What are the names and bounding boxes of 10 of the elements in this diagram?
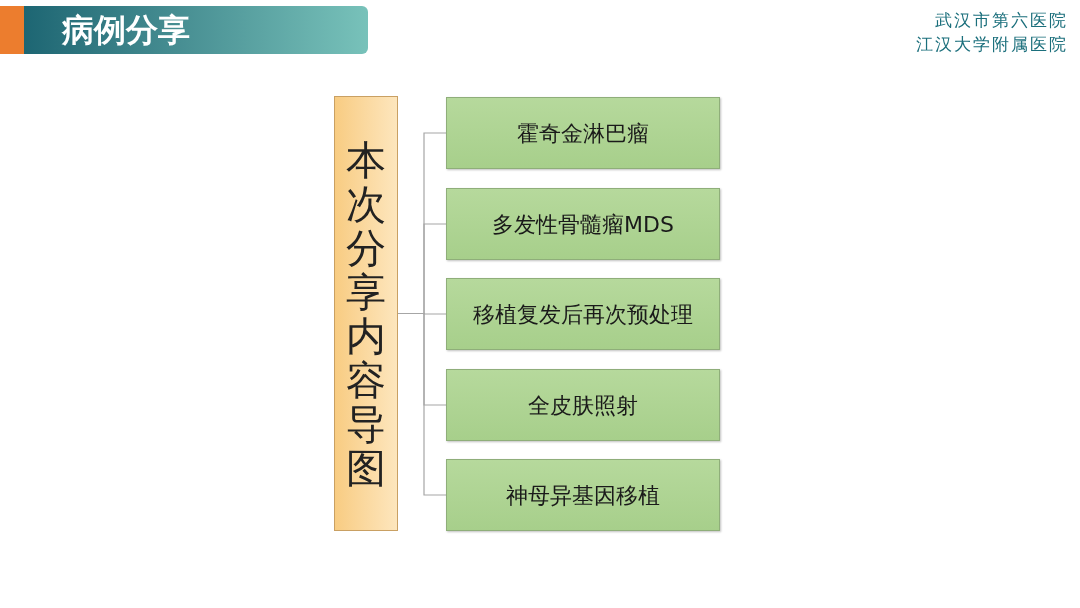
hospital-name: 武汉市第六医院 bbox=[935, 9, 1068, 32]
subtopic-box: 神母异基因移植 bbox=[446, 459, 720, 531]
subtopic-box: 移植复发后再次预处理 bbox=[446, 278, 720, 350]
hospital-name: 江汉大学附属医院 bbox=[916, 33, 1068, 56]
topic-box: 本次分享内容导图 bbox=[334, 96, 398, 531]
subtopic-box: 全皮肤照射 bbox=[446, 369, 720, 441]
subtopic-box: 霍奇金淋巴瘤 bbox=[446, 97, 720, 169]
subtopic-box: 多发性骨髓瘤MDS bbox=[446, 188, 720, 260]
title: 病例分享 bbox=[62, 12, 190, 48]
connector-line bbox=[397, 312, 447, 496]
